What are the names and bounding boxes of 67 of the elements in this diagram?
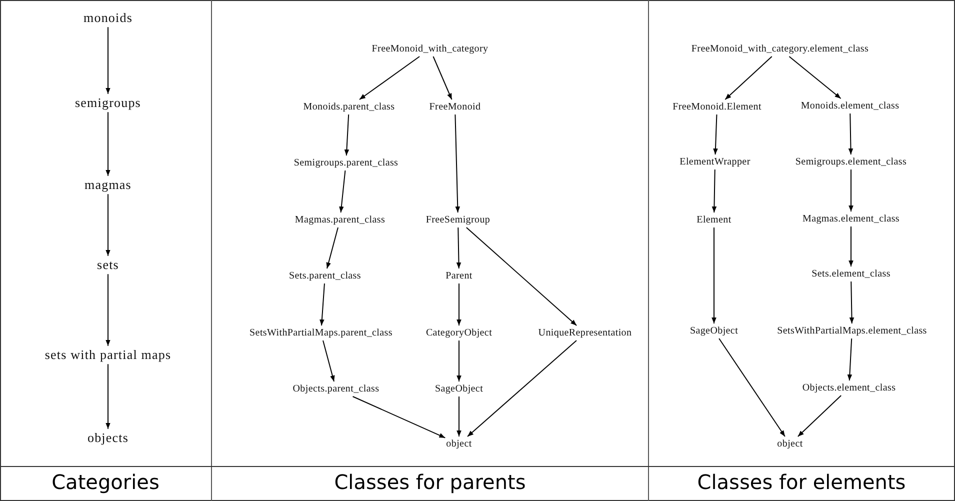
class-name: FreeMonoid — [429, 102, 481, 112]
arrow — [797, 395, 842, 437]
category-name: semigroups — [75, 96, 141, 110]
arrow — [724, 56, 772, 100]
arrow — [106, 26, 110, 94]
class-name: FreeMonoid_with_category — [372, 44, 488, 54]
class-name: FreeSemigroup — [426, 214, 490, 226]
class-name: SetsWithPartialMaps.parent_class — [250, 328, 392, 338]
arrow — [718, 338, 786, 437]
class-name: Parent — [446, 270, 472, 282]
class-name: Objects.parent_class — [292, 384, 380, 394]
arrow — [456, 340, 462, 382]
category-name: monoids — [84, 10, 132, 26]
arrow — [106, 274, 110, 346]
arrow — [454, 114, 460, 213]
class-name: CategoryObject — [426, 328, 492, 338]
arrow — [848, 113, 854, 155]
arrow — [848, 169, 854, 212]
class-name: Monoids.element_class — [800, 100, 900, 112]
arrow — [848, 226, 854, 267]
arrow — [456, 396, 462, 437]
arrow — [466, 227, 578, 326]
column-header: Classes for elements — [696, 470, 907, 494]
class-name: object — [446, 438, 472, 450]
arrow — [712, 227, 716, 324]
class-name: Element — [696, 214, 732, 226]
arrow — [106, 112, 110, 176]
arrow — [713, 114, 718, 155]
class-name: Semigroups.parent_class — [294, 158, 398, 168]
arrow — [320, 283, 325, 326]
arrow — [467, 340, 577, 437]
arrow — [358, 56, 420, 100]
arrow — [339, 170, 346, 213]
arrow — [432, 56, 452, 100]
arrow — [344, 114, 350, 156]
class-name: Semigroups.element_class — [795, 156, 907, 168]
arrow — [326, 227, 338, 269]
class-name: SetsWithPartialMaps.element_class — [777, 326, 927, 336]
class-name: Magmas.element_class — [802, 214, 900, 224]
class-name: ElementWrapper — [680, 156, 750, 168]
class-name: FreeMonoid.Element — [672, 102, 762, 112]
arrow — [456, 283, 462, 326]
arrow — [788, 56, 842, 99]
arrow — [106, 364, 110, 430]
category-name: sets — [97, 258, 119, 272]
column-header: Categories — [50, 470, 160, 494]
arrow — [322, 340, 335, 382]
category-name: objects — [87, 430, 129, 446]
class-name: Sets.parent_class — [289, 270, 361, 282]
category-name: magmas — [84, 178, 132, 192]
class-name: Magmas.parent_class — [294, 214, 386, 226]
class-name: object — [777, 438, 803, 450]
class-name: Sets.element_class — [812, 268, 890, 280]
class-name: Monoids.parent_class — [303, 102, 395, 112]
class-name: SageObject — [690, 326, 738, 336]
column-header: Classes for parents — [333, 470, 527, 494]
arrow — [712, 169, 717, 213]
arrow — [847, 338, 852, 381]
category-name: sets with partial maps — [44, 348, 172, 362]
class-name: SageObject — [434, 384, 484, 394]
arrow — [106, 194, 110, 256]
arrow — [352, 396, 446, 438]
arrow — [456, 227, 462, 269]
class-name: Objects.element_class — [802, 382, 896, 394]
arrow — [849, 281, 854, 324]
class-name: UniqueRepresentation — [538, 328, 632, 338]
class-name: FreeMonoid_with_category.element_class — [691, 44, 869, 54]
